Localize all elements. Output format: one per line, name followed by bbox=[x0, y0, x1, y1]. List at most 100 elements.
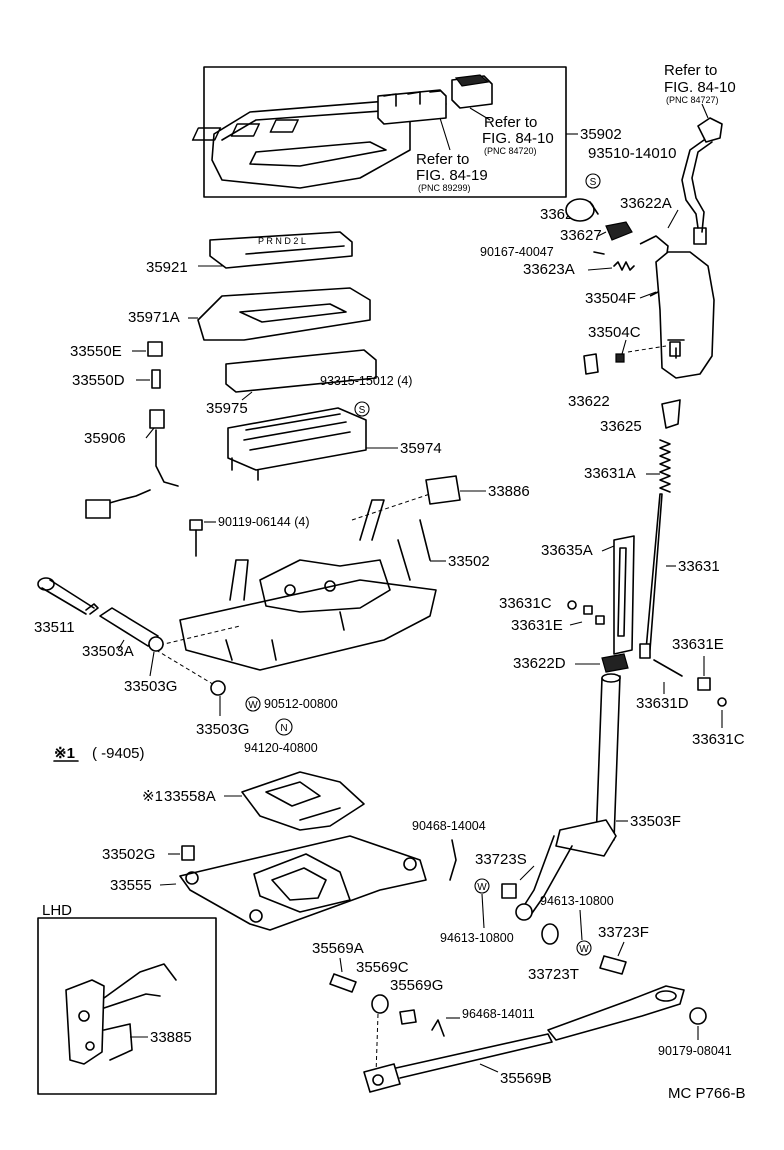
label-90167-40047: 90167-40047 bbox=[480, 245, 554, 259]
top-right-pnc: (PNC 84727) bbox=[666, 95, 719, 105]
label-33635A: 33635A bbox=[541, 542, 593, 559]
top-right-ref-line1: Refer to bbox=[664, 62, 717, 79]
label-33625: 33625 bbox=[600, 418, 642, 435]
symbol-n bbox=[275, 718, 293, 736]
label-33723S: 33723S bbox=[475, 851, 527, 868]
symbol-w-3 bbox=[576, 940, 592, 956]
label-33502: 33502 bbox=[448, 553, 490, 570]
bulb-socket-cap bbox=[147, 341, 163, 357]
pivot-collar bbox=[99, 607, 159, 647]
note-marker-small: ※1 bbox=[142, 788, 163, 805]
shift-lock-solenoid bbox=[425, 475, 461, 505]
symbol-w-2 bbox=[474, 878, 490, 894]
label-33627: 33627 bbox=[560, 227, 602, 244]
console-upper-panel bbox=[197, 287, 371, 341]
bolt-35569A bbox=[329, 973, 357, 993]
knob-clip bbox=[583, 353, 599, 375]
label-90468-14004: 90468-14004 bbox=[412, 819, 486, 833]
lhd-inset-box bbox=[37, 917, 217, 1095]
switch-block-drawing bbox=[377, 74, 493, 125]
label-33504F: 33504F bbox=[585, 290, 636, 307]
label-33631E-1: 33631E bbox=[511, 617, 563, 634]
collar-35569G bbox=[399, 1009, 417, 1025]
bushing-33723S bbox=[501, 883, 517, 899]
shift-lever-assembly bbox=[179, 499, 437, 671]
label-33631E-2: 33631E bbox=[672, 636, 724, 653]
leader-box-a bbox=[469, 107, 491, 121]
console-lens-plate bbox=[225, 349, 377, 393]
box-b-ref-line1: Refer to bbox=[416, 151, 469, 168]
label-33631C-2: 33631C bbox=[692, 731, 745, 748]
label-33503G-2: 33503G bbox=[196, 721, 249, 738]
top-right-ref-line2: FIG. 84-10 bbox=[664, 79, 736, 96]
bushing-35569C bbox=[371, 994, 389, 1014]
label-35569B: 35569B bbox=[500, 1070, 552, 1087]
label-93510-14010: 93510-14010 bbox=[588, 145, 676, 162]
svg-text:N: N bbox=[280, 723, 287, 734]
box-a-ref-line1: Refer to bbox=[484, 114, 537, 131]
svg-text:W: W bbox=[248, 700, 258, 711]
indicator-harness-drawing bbox=[85, 409, 179, 519]
label-33622D: 33622D bbox=[513, 655, 566, 672]
lhd-shift-lever-drawing bbox=[65, 963, 177, 1065]
svg-text:W: W bbox=[579, 944, 589, 955]
label-33503G-1: 33503G bbox=[124, 678, 177, 695]
label-35974: 35974 bbox=[400, 440, 442, 457]
knob-bracket bbox=[661, 399, 681, 429]
reference-inset-box bbox=[203, 66, 567, 198]
knob-button bbox=[565, 198, 595, 222]
label-33503A: 33503A bbox=[82, 643, 134, 660]
shift-lever-housing-top bbox=[227, 407, 367, 481]
label-94613-10800-1: 94613-10800 bbox=[440, 931, 514, 945]
box-a-pnc: (PNC 84720) bbox=[484, 146, 537, 156]
label-33631D: 33631D bbox=[636, 695, 689, 712]
symbol-s-2 bbox=[354, 401, 370, 417]
knob-spring bbox=[613, 261, 635, 271]
label-35569A: 35569A bbox=[312, 940, 364, 957]
shift-knob-drawing bbox=[655, 251, 715, 379]
label-35569G: 35569G bbox=[390, 977, 443, 994]
note-range: ( -9405) bbox=[92, 745, 145, 762]
label-33550D: 33550D bbox=[72, 372, 125, 389]
bolt-90119 bbox=[189, 519, 203, 531]
label-90119-06144: 90119-06144 (4) bbox=[218, 515, 310, 529]
knob-screw bbox=[615, 353, 625, 363]
symbol-w-1 bbox=[245, 696, 261, 712]
label-33885: 33885 bbox=[150, 1029, 192, 1046]
label-35971A: 35971A bbox=[128, 309, 180, 326]
bulb bbox=[151, 369, 161, 389]
label-33555: 33555 bbox=[110, 877, 152, 894]
label-33631C-1: 33631C bbox=[499, 595, 552, 612]
shift-lock-plate-33558A bbox=[241, 771, 365, 831]
svg-text:S: S bbox=[590, 177, 597, 188]
label-33503F: 33503F bbox=[630, 813, 681, 830]
label-35975: 35975 bbox=[206, 400, 248, 417]
label-90512-00800: 90512-00800 bbox=[264, 697, 338, 711]
label-90179-08041: 90179-08041 bbox=[658, 1044, 732, 1058]
label-33550E: 33550E bbox=[70, 343, 122, 360]
bushing-1 bbox=[148, 636, 164, 652]
note-marker: ※1 bbox=[54, 745, 75, 762]
label-33631A: 33631A bbox=[584, 465, 636, 482]
bolt-33723F bbox=[599, 955, 627, 975]
label-33623A: 33623A bbox=[523, 261, 575, 278]
pin-33631D bbox=[653, 659, 683, 677]
base-plate-33555 bbox=[179, 835, 427, 931]
bushing-2 bbox=[210, 680, 226, 696]
knob-pin bbox=[605, 221, 633, 241]
label-33723F: 33723F bbox=[598, 924, 649, 941]
label-33504C: 33504C bbox=[588, 324, 641, 341]
box-a-ref-line2: FIG. 84-10 bbox=[482, 130, 554, 147]
label-35921: 35921 bbox=[146, 259, 188, 276]
label-35906: 35906 bbox=[84, 430, 126, 447]
label-94613-10800-2: 94613-10800 bbox=[540, 894, 614, 908]
shift-lever-lower bbox=[515, 673, 621, 921]
grommet-33723T bbox=[541, 923, 559, 945]
label-33511: 33511 bbox=[34, 619, 75, 636]
svg-text:P R N D 2 L: P R N D 2 L bbox=[258, 236, 306, 246]
label-35902: 35902 bbox=[580, 126, 622, 143]
label-33631: 33631 bbox=[678, 558, 720, 575]
label-35569C: 35569C bbox=[356, 959, 409, 976]
label-33886: 33886 bbox=[488, 483, 530, 500]
